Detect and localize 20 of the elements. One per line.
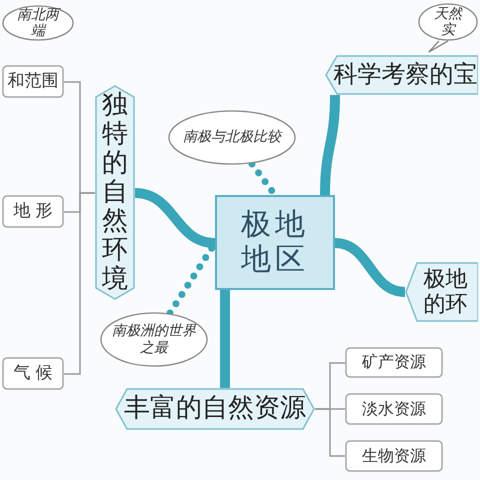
thought-bubble: 南北两端 <box>2 5 74 41</box>
branch-box: 极地的环 <box>405 262 478 322</box>
branch-ribbon <box>320 94 340 196</box>
branch-box: 丰富的自然资源 <box>115 388 315 430</box>
topic-box: 生物资源 <box>345 440 443 472</box>
central-box: 极地地区 <box>215 195 335 290</box>
topic-box: 气 候 <box>2 357 64 390</box>
branch-ribbon <box>220 290 230 388</box>
connector-line <box>64 192 95 375</box>
branch-banner: 独特的自然环境 <box>95 85 135 300</box>
topic-box: 和范围 <box>2 65 64 98</box>
thought-bubble: 南极洲的世界之最 <box>100 312 208 367</box>
topic-box: 矿产资源 <box>345 347 443 378</box>
topic-box: 淡水资源 <box>345 393 443 425</box>
branch-box: 科学考察的宝 <box>325 55 478 95</box>
branch-ribbon <box>334 238 406 297</box>
branch-ribbon <box>134 188 216 248</box>
thought-bubble: 南极与北极比较 <box>168 110 296 165</box>
connector-line <box>315 408 345 457</box>
topic-box: 地 形 <box>2 195 64 228</box>
